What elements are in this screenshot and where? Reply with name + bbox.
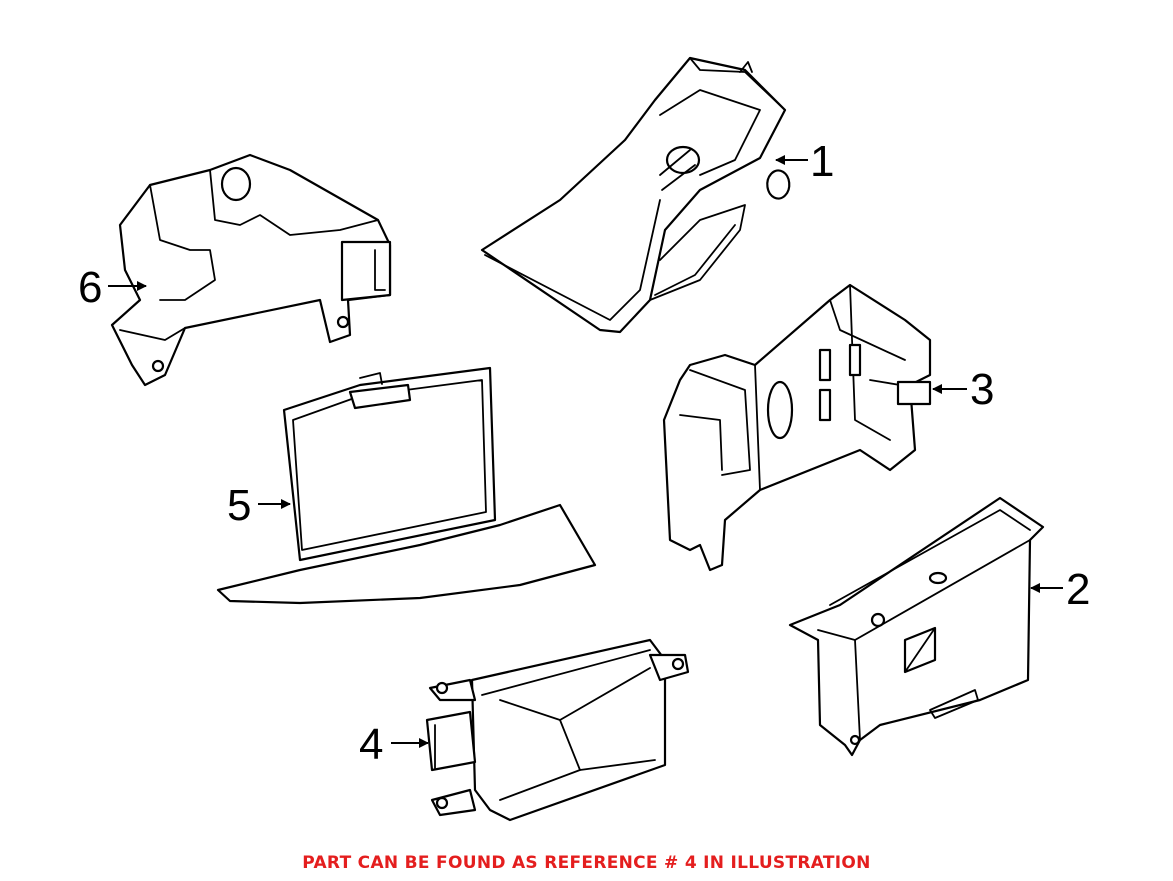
callout-leaders bbox=[108, 155, 1063, 748]
callout-label-5: 5 bbox=[227, 481, 251, 530]
part-3-mounting-bracket bbox=[662, 283, 932, 572]
part-2-control-module bbox=[788, 496, 1045, 757]
callout-label-4: 4 bbox=[359, 720, 383, 769]
part-1-camera-housing bbox=[480, 56, 791, 334]
part-4-radar-sensor-module bbox=[425, 638, 690, 822]
callout-label-3: 3 bbox=[970, 365, 994, 414]
part-6-sensor-bracket bbox=[110, 153, 392, 387]
callout-label-1: 1 bbox=[810, 137, 834, 186]
part-5-display-cover bbox=[216, 366, 597, 605]
reference-note: PART CAN BE FOUND AS REFERENCE # 4 IN IL… bbox=[302, 853, 871, 873]
callout-label-2: 2 bbox=[1066, 565, 1090, 614]
callout-label-6: 6 bbox=[78, 263, 102, 312]
